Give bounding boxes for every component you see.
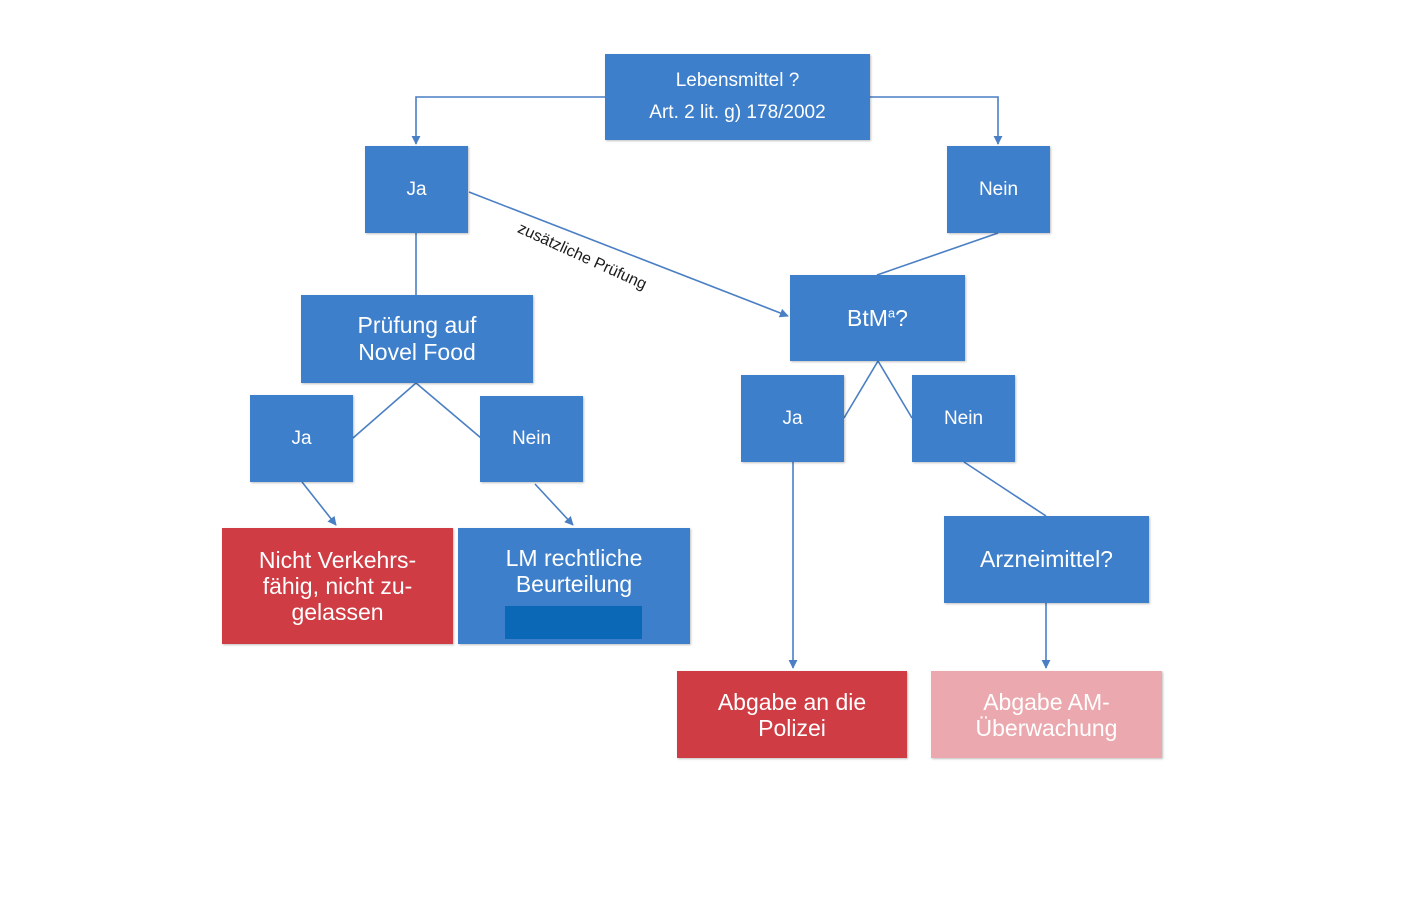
node-nein-novel-food-label: Nein — [511, 428, 552, 449]
node-btm-suffix: ? — [895, 304, 908, 331]
node-nein-btm-label: Nein — [943, 407, 984, 429]
node-btm-label: BtMa? — [847, 305, 908, 332]
edge-ja-btm — [468, 191, 789, 318]
edge-nein-lm — [534, 483, 574, 526]
node-ja-btm-label: Ja — [782, 407, 803, 429]
edge-lebensmittel-nein — [870, 96, 1003, 145]
node-ja-novel-food: Ja — [250, 395, 353, 482]
node-btm-superscript: a — [887, 304, 896, 320]
node-lebensmittel: Lebensmittel ? Art. 2 lit. g) 178/2002 — [605, 54, 870, 140]
node-nicht-verkehrsfaehig-line3: gelassen — [291, 599, 384, 625]
edge-nein-btm — [876, 232, 999, 276]
node-novel-food: Prüfung auf Novel Food — [301, 295, 533, 383]
edge-novelfood-nein — [415, 382, 482, 439]
node-lm-beurteilung-line1: LM rechtliche — [505, 545, 643, 571]
node-abgabe-polizei-line2: Polizei — [758, 714, 826, 741]
node-nein-novel-food: Nein — [480, 396, 583, 482]
node-nicht-verkehrsfaehig-line1: Nicht Verkehrs- — [258, 547, 417, 573]
node-abgabe-am-line2: Überwachung — [975, 714, 1118, 741]
edge-btm-nein — [877, 360, 913, 419]
node-nein-btm: Nein — [912, 375, 1015, 462]
node-arzneimittel: Arzneimittel? — [944, 516, 1149, 603]
node-abgabe-polizei-line1: Abgabe an die — [717, 688, 867, 715]
node-btm-text: BtM — [847, 304, 888, 331]
node-ja-top: Ja — [365, 146, 468, 233]
edge-novelfood-ja — [352, 382, 417, 439]
node-novel-food-line1: Prüfung auf — [357, 312, 477, 338]
node-btm: BtMa? — [790, 275, 965, 361]
node-abgabe-am-line1: Abgabe AM- — [983, 688, 1110, 715]
edge-ja-nichtverkehrsfaehig — [301, 481, 337, 526]
node-ja-top-label: Ja — [406, 178, 427, 200]
node-lm-beurteilung-line2: Beurteilung — [515, 571, 633, 597]
node-abgabe-am: Abgabe AM- Überwachung — [931, 671, 1162, 758]
node-nicht-verkehrsfaehig: Nicht Verkehrs- fähig, nicht zu- gelasse… — [222, 528, 453, 644]
node-nicht-verkehrsfaehig-line2: fähig, nicht zu- — [262, 573, 413, 599]
node-abgabe-polizei: Abgabe an die Polizei — [677, 671, 907, 758]
node-lebensmittel-line2: Art. 2 lit. g) 178/2002 — [649, 102, 826, 123]
node-lebensmittel-line1: Lebensmittel ? — [675, 70, 800, 91]
node-nein-top-label: Nein — [978, 178, 1019, 200]
node-nein-top: Nein — [947, 146, 1050, 233]
lm-beurteilung-inner-bar — [505, 606, 642, 639]
edge-nein-arzneimittel — [963, 461, 1047, 517]
edge-lebensmittel-ja — [411, 96, 605, 145]
node-ja-novel-food-label: Ja — [291, 427, 312, 449]
edge-btm-ja — [843, 360, 879, 419]
node-novel-food-line2: Novel Food — [358, 339, 476, 365]
node-ja-btm: Ja — [741, 375, 844, 462]
node-arzneimittel-label: Arzneimittel? — [980, 546, 1113, 572]
